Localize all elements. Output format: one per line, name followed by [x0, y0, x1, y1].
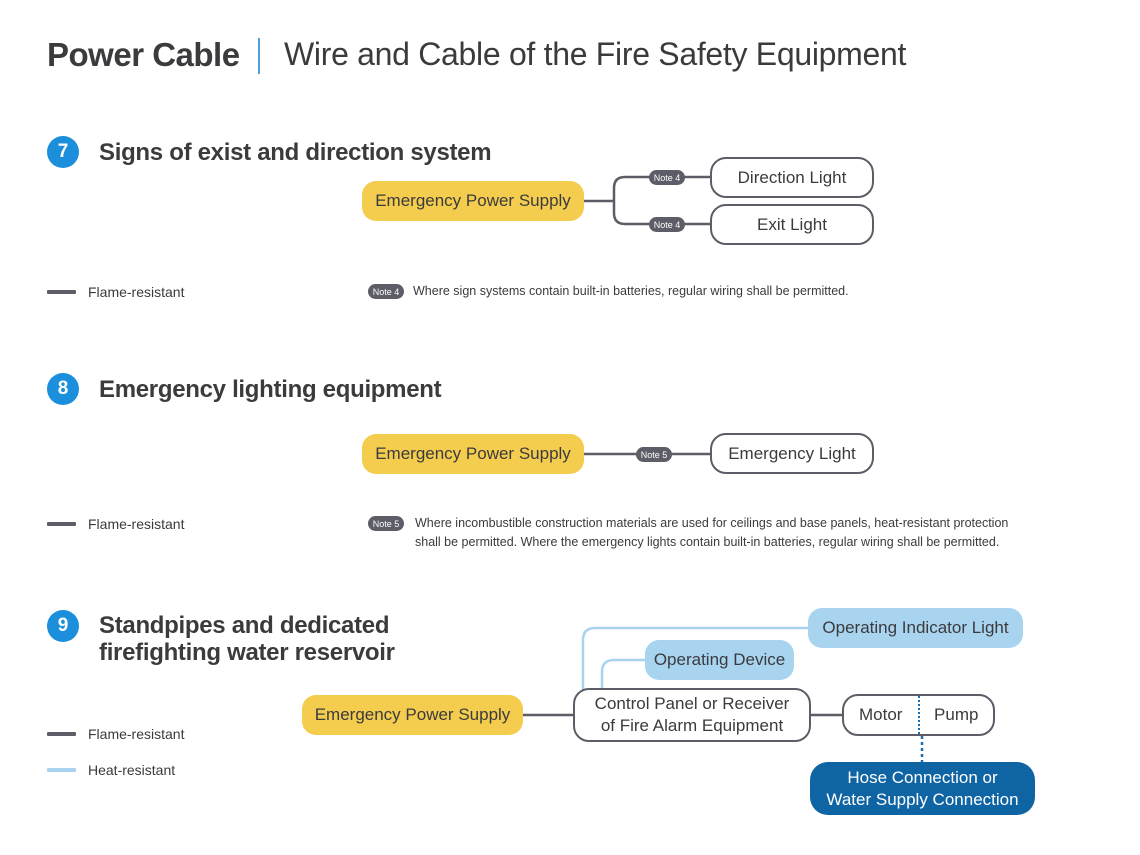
heat-resistant-legend-label: Heat-resistant [88, 762, 176, 778]
footnote-line: Where incombustible construction materia… [415, 516, 1009, 530]
motor-pump-divider [917, 696, 920, 734]
operating-indicator-light-node: Operating Indicator Light [808, 608, 1023, 648]
note-badge: Note 4 [649, 170, 685, 185]
exit-light-node: Exit Light [710, 204, 874, 245]
section-title: Standpipes and dedicated firefighting wa… [99, 612, 395, 666]
control-panel-line: Control Panel or Receiver [594, 694, 790, 713]
section-title-line: firefighting water reservoir [99, 639, 395, 666]
note-badge: Note 4 [649, 217, 685, 232]
motor-pump-node: Motor Pump [842, 694, 995, 736]
wire-heat-s9-device [600, 658, 646, 690]
water-connection-line: Hose Connection or [847, 767, 998, 787]
section-title-line: Standpipes and dedicated [99, 612, 390, 639]
control-panel-node: Control Panel or Receiver of Fire Alarm … [573, 688, 811, 742]
wire-flame-s7-direction [612, 175, 712, 201]
flame-resistant-legend-swatch [47, 290, 76, 294]
footnote-text: Where incombustible construction materia… [415, 514, 1008, 552]
section-number-badge: 9 [47, 610, 79, 642]
footnote-badge: Note 4 [368, 284, 404, 299]
title-divider [258, 38, 260, 74]
hose-water-supply-connection-node: Hose Connection or Water Supply Connecti… [810, 762, 1035, 815]
operating-device-node: Operating Device [645, 640, 794, 680]
pump-label: Pump [934, 705, 979, 724]
emergency-power-supply-node: Emergency Power Supply [362, 434, 584, 474]
page-subtitle: Wire and Cable of the Fire Safety Equipm… [284, 36, 907, 72]
note-badge: Note 5 [636, 447, 672, 462]
section-title: Signs of exist and direction system [99, 139, 492, 166]
flame-resistant-legend-swatch [47, 732, 76, 736]
control-panel-line: of Fire Alarm Equipment [600, 716, 784, 735]
footnote-text: Where sign systems contain built-in batt… [413, 284, 849, 298]
direction-light-node: Direction Light [710, 157, 874, 198]
emergency-power-supply-node: Emergency Power Supply [362, 181, 584, 221]
wire-flame-s7-exit [612, 201, 712, 226]
page-title: Power Cable [47, 36, 240, 73]
heat-resistant-legend-swatch [47, 768, 76, 772]
flame-resistant-legend-label: Flame-resistant [88, 284, 185, 300]
flame-resistant-legend-swatch [47, 522, 76, 526]
flame-resistant-legend-label: Flame-resistant [88, 516, 185, 532]
water-connection-line: Water Supply Connection [826, 789, 1019, 809]
section-number-badge: 7 [47, 136, 79, 168]
flame-resistant-legend-label: Flame-resistant [88, 726, 185, 742]
section-number-badge: 8 [47, 373, 79, 405]
motor-label: Motor [859, 705, 903, 724]
footnote-badge: Note 5 [368, 516, 404, 531]
emergency-power-supply-node: Emergency Power Supply [302, 695, 523, 735]
footnote-line: shall be permitted. Where the emergency … [415, 535, 1000, 549]
wire-heat-s9-indicator [581, 626, 810, 690]
section-title: Emergency lighting equipment [99, 376, 442, 403]
emergency-light-node: Emergency Light [710, 433, 874, 474]
